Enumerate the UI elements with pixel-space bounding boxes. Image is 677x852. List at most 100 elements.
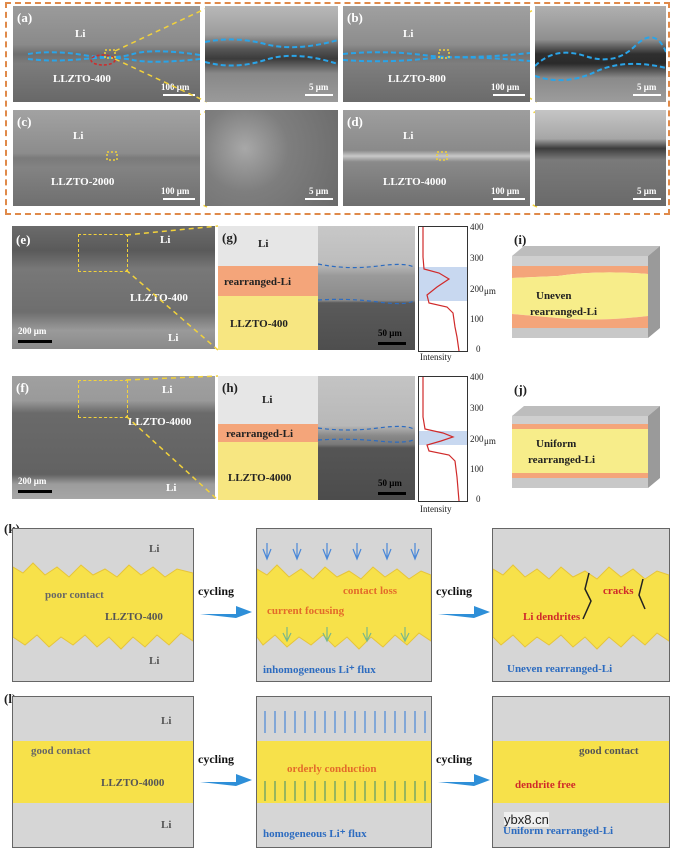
l3-free: dendrite free: [515, 779, 576, 791]
panel-label-j: (j): [514, 382, 527, 397]
l1-li-top: Li: [161, 715, 172, 727]
profile-plot-h: [418, 376, 468, 502]
zoom-box-f: [78, 380, 128, 418]
scale-zoom-d: 5 μm: [637, 186, 657, 196]
k2-flux: inhomogeneous Li⁺ flux: [263, 664, 376, 676]
sem-image-b: (b) Li LLZTO-800 100 μm: [343, 6, 530, 102]
l3-caption: Uniform rearranged-Li: [503, 825, 614, 837]
profile-plot-g: [418, 226, 468, 352]
k-box-2: contact loss current focusing inhomogene…: [256, 528, 432, 682]
sem-zoom-b: 5 μm: [535, 6, 666, 102]
schematic-g: (g) Li rearranged-Li LLZTO-400: [218, 226, 318, 350]
zoom-box-e: [78, 234, 128, 272]
k1-sample: LLZTO-400: [105, 611, 163, 623]
scale-bar-f: [18, 490, 52, 493]
profile-unit-h: μm: [484, 436, 496, 446]
scale-text-g: 50 μm: [378, 328, 402, 338]
k-arrow1-label: cycling: [198, 584, 234, 598]
profile-tick-g-400: 400: [470, 222, 484, 232]
k-arrow2-label: cycling: [436, 584, 472, 598]
sample-label-g: LLZTO-400: [230, 318, 288, 330]
panel-label-f: (f): [16, 380, 29, 395]
k2-current-focusing: current focusing: [267, 605, 345, 617]
k1-contact: poor contact: [45, 589, 104, 601]
k-box-3: cracks Li dendrites Uneven rearranged-Li: [492, 528, 670, 682]
i-text-1: Uneven: [536, 290, 572, 302]
schematic-i: (i) Uneven rearranged-Li: [498, 226, 668, 350]
watermark: ybx8.cn: [504, 812, 549, 827]
k-arrow1: [200, 606, 252, 618]
sample-label-f: LLZTO-4000: [128, 416, 192, 428]
sample-label-b: LLZTO-800: [388, 73, 446, 85]
panel-label-a: (a): [17, 10, 33, 25]
k3-cracks: cracks: [603, 585, 634, 597]
l3-contact: good contact: [579, 745, 639, 757]
rearranged-label-g: rearranged-Li: [224, 276, 292, 288]
scale-bar-e: [18, 340, 52, 343]
li-label-g: Li: [258, 238, 269, 250]
sample-label-d: LLZTO-4000: [383, 176, 447, 188]
profile-tick-h-300: 300: [470, 403, 484, 413]
zoom-lines-ef: [125, 225, 219, 501]
scale-text-d: 100 μm: [491, 186, 520, 196]
profile-tick-g-0: 0: [476, 344, 481, 354]
panel-label-d: (d): [347, 114, 363, 129]
profile-tick-g-300: 300: [470, 253, 484, 263]
scale-zoom-a: 5 μm: [309, 82, 329, 92]
profile-tick-h-100: 100: [470, 464, 484, 474]
scale-text-c: 100 μm: [161, 186, 190, 196]
l1-sample: LLZTO-4000: [101, 777, 165, 789]
panel-label-c: (c): [17, 114, 32, 129]
l-arrow1-label: cycling: [198, 752, 234, 766]
li-label-d: Li: [403, 130, 414, 142]
l1-contact: good contact: [31, 745, 91, 757]
profile-xlabel-g: Intensity: [420, 352, 452, 362]
l1-li-bottom: Li: [161, 819, 172, 831]
sem-zoom-d: 5 μm: [535, 110, 666, 206]
l2-flux: homogeneous Li⁺ flux: [263, 828, 367, 840]
scale-zoom-c: 5 μm: [309, 186, 329, 196]
l-box-2: orderly conduction homogeneous Li⁺ flux: [256, 696, 432, 848]
profile-tick-g-100: 100: [470, 314, 484, 324]
profile-tick-h-0: 0: [476, 494, 481, 504]
sample-label-h: LLZTO-4000: [228, 472, 292, 484]
li-bottom-e: Li: [168, 332, 179, 344]
l-box-3: good contact dendrite free Uniform rearr…: [492, 696, 670, 848]
k1-li-bottom: Li: [149, 655, 160, 667]
sem-image-d: (d) Li LLZTO-4000 100 μm: [343, 110, 530, 206]
j-text-2: rearranged-Li: [528, 454, 596, 466]
l-arrow2-label: cycling: [436, 752, 472, 766]
panel-label-e: (e): [16, 232, 31, 247]
li-label-c: Li: [73, 130, 84, 142]
sample-label-e: LLZTO-400: [130, 292, 188, 304]
panel-label-h: (h): [222, 380, 238, 395]
sample-label-a: LLZTO-400: [53, 73, 111, 85]
sample-label-c: LLZTO-2000: [51, 176, 115, 188]
k3-caption: Uneven rearranged-Li: [507, 663, 613, 675]
profile-tick-g-200: 200: [470, 284, 484, 294]
panel-label-i: (i): [514, 232, 527, 247]
i-text-2: rearranged-Li: [530, 306, 598, 318]
scale-bar-a: [163, 94, 195, 96]
scale-text-h: 50 μm: [378, 478, 402, 488]
j-text-1: Uniform: [536, 438, 577, 450]
k2-contact-loss: contact loss: [343, 585, 398, 597]
sem-image-c: (c) Li LLZTO-2000 100 μm: [13, 110, 200, 206]
profile-unit-g: μm: [484, 286, 496, 296]
l-arrow1: [200, 774, 252, 786]
k-box-1: Li poor contact LLZTO-400 Li: [12, 528, 194, 682]
k1-li-top: Li: [149, 543, 160, 555]
profile-tick-h-400: 400: [470, 372, 484, 382]
panel-label-g: (g): [222, 230, 238, 245]
sem-image-h: 50 μm: [318, 376, 415, 500]
profile-xlabel-h: Intensity: [420, 504, 452, 514]
li-top-f: Li: [162, 384, 173, 396]
li-top-e: Li: [160, 234, 171, 246]
l-box-1: Li good contact LLZTO-4000 Li: [12, 696, 194, 848]
li-bottom-f: Li: [166, 482, 177, 494]
schematic-h: (h) Li rearranged-Li LLZTO-4000: [218, 376, 318, 500]
sem-image-e: (e) Li LLZTO-400 Li 200 μm: [12, 226, 215, 349]
sem-image-f: (f) Li LLZTO-4000 Li 200 μm: [12, 376, 215, 499]
panel-label-b: (b): [347, 10, 363, 25]
scale-text-b: 100 μm: [491, 82, 520, 92]
